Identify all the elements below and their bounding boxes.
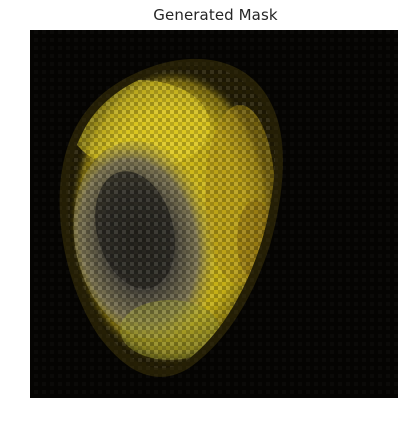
mask-image xyxy=(30,30,398,398)
mask-image-svg xyxy=(30,30,398,398)
figure-title: Generated Mask xyxy=(153,6,278,24)
